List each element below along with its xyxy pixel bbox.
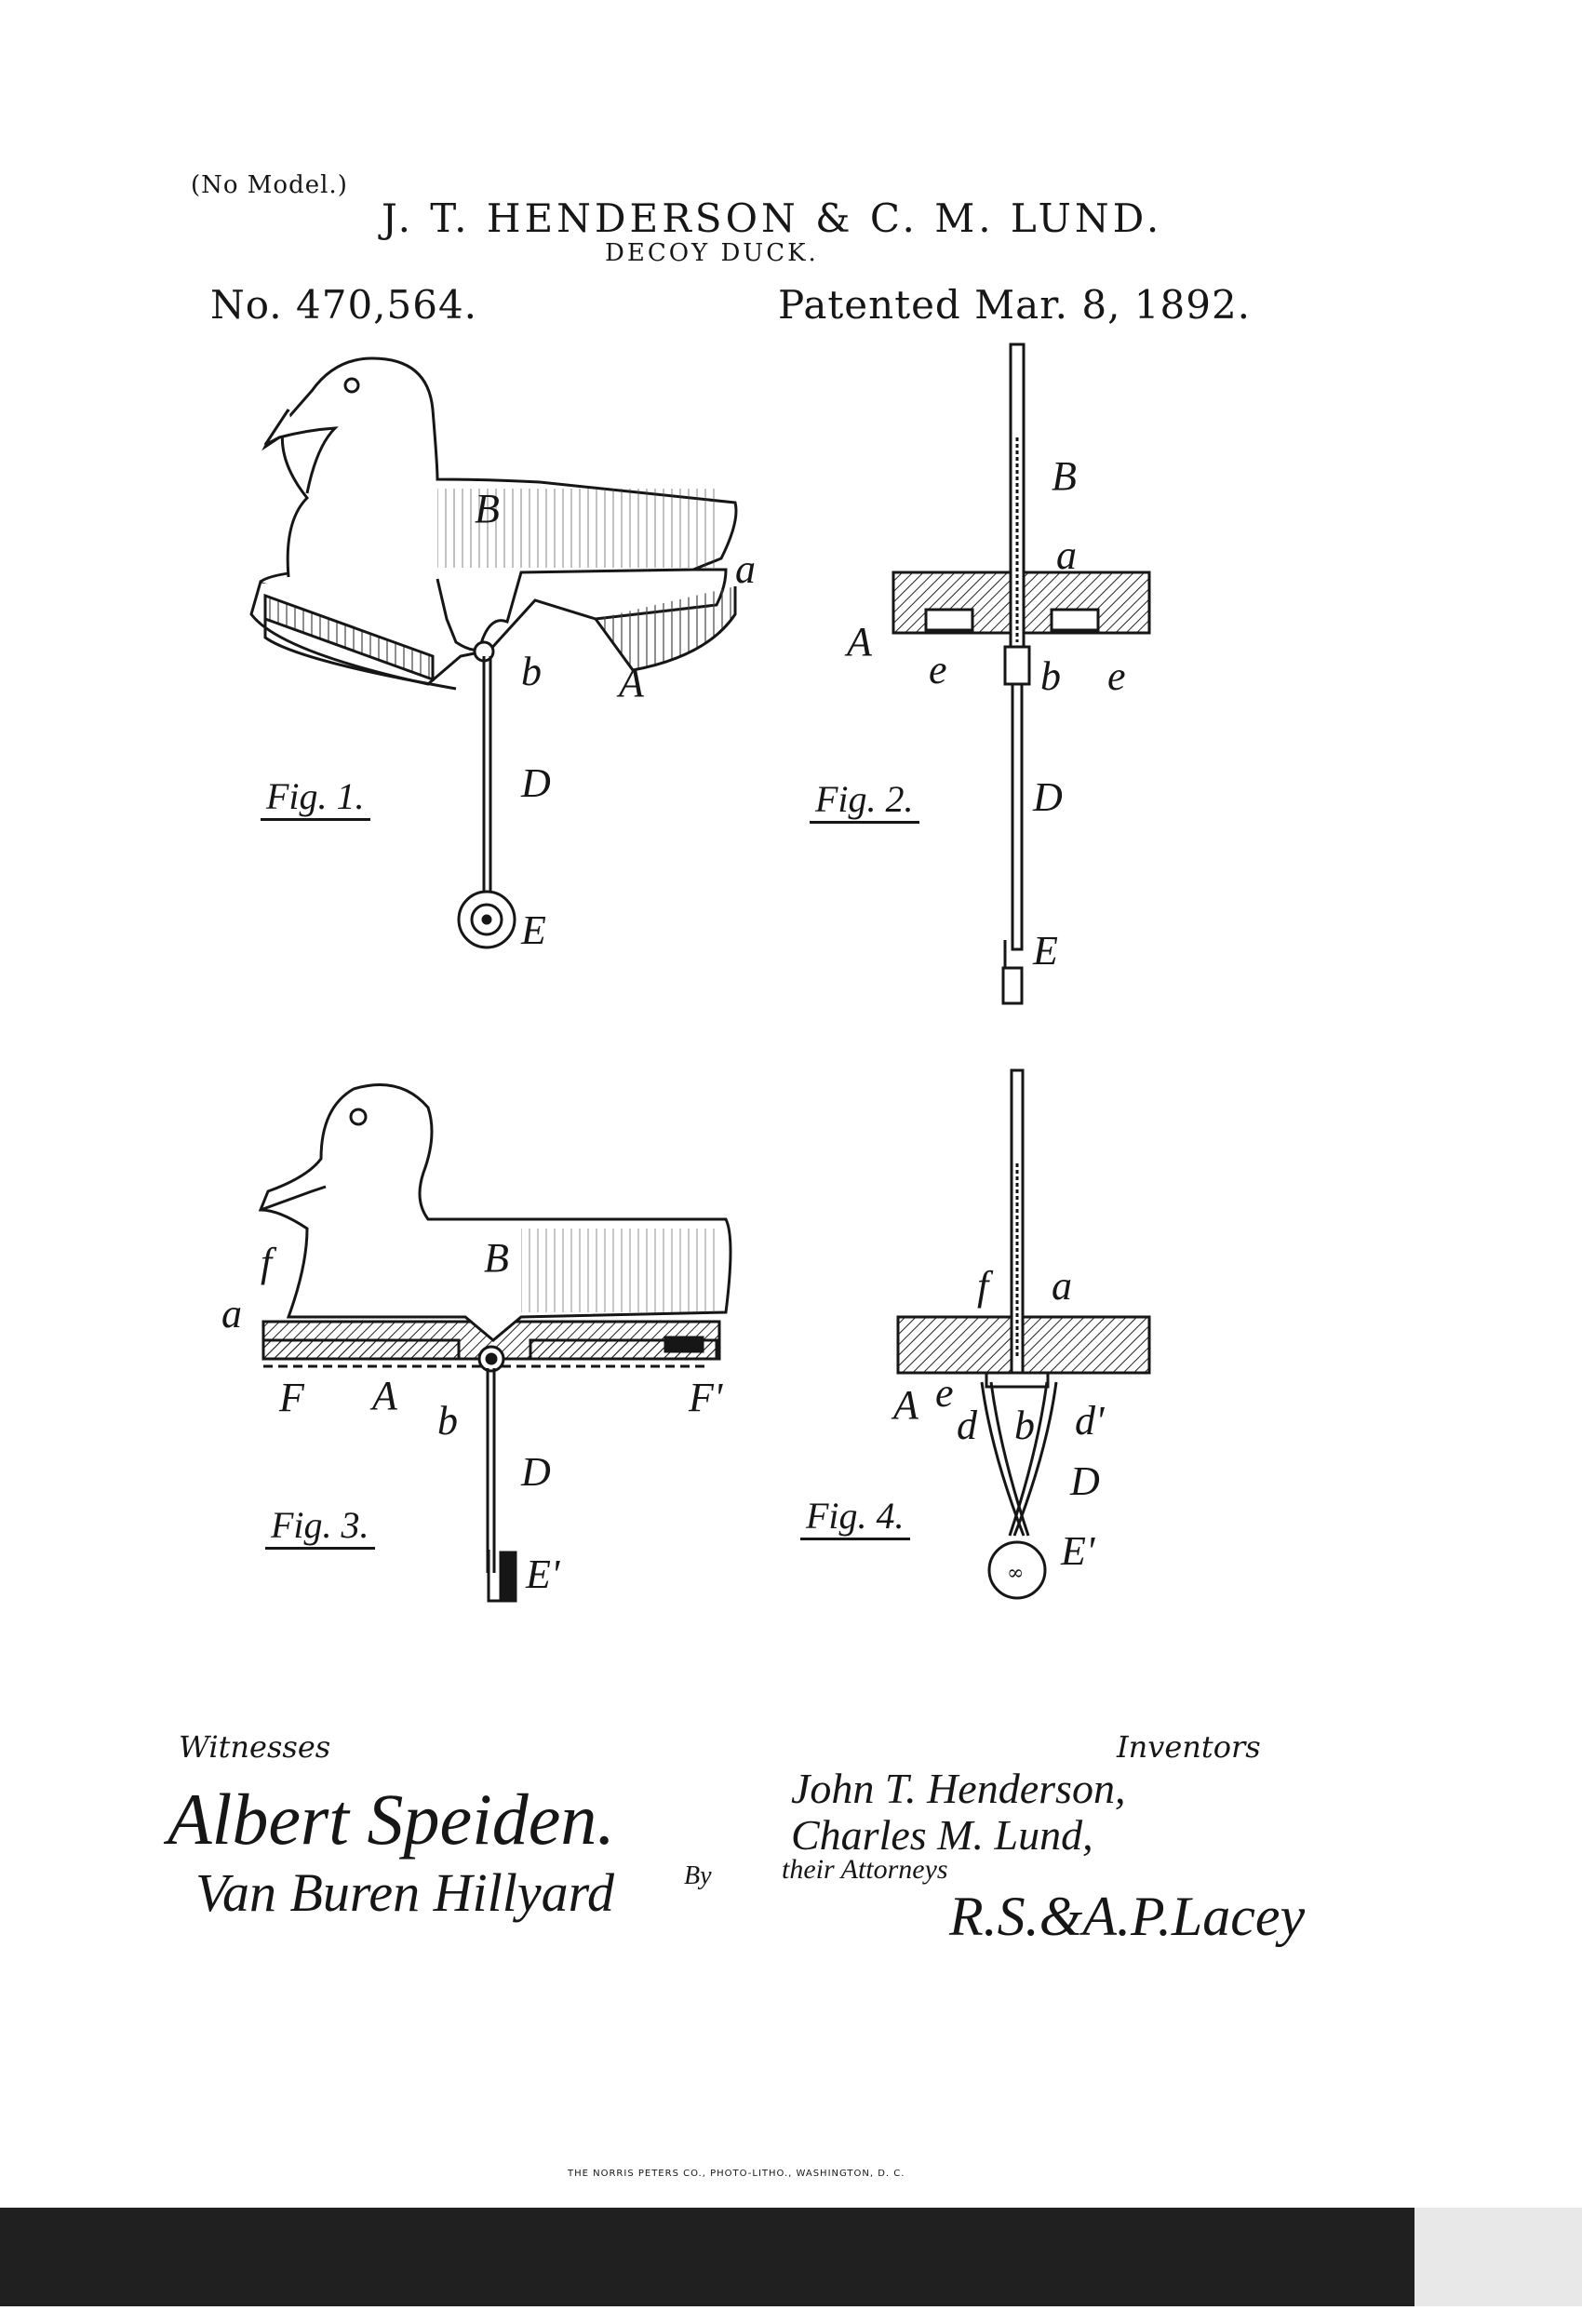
fig3-label-D: D — [521, 1449, 551, 1495]
fig1-drawing — [249, 356, 738, 949]
fig3-label-b: b — [437, 1398, 458, 1444]
fig1-label-b: b — [521, 649, 542, 694]
fig1-label-D: D — [521, 760, 551, 806]
fig2-label-A: A — [847, 619, 872, 665]
fig2-label-e-left: e — [929, 647, 947, 692]
fig4-label-A: A — [893, 1382, 918, 1428]
fig3-label-f: f — [261, 1240, 273, 1285]
fig2-drawing — [892, 343, 1151, 1005]
fig1-caption: Fig. 1. — [261, 774, 370, 821]
fig2-label-e-right: e — [1107, 653, 1126, 699]
scan-edge-strip-light — [1414, 2208, 1582, 2306]
fig3-label-F-prime: F' — [689, 1375, 723, 1420]
fig4-label-e: e — [935, 1370, 954, 1416]
fig2-caption: Fig. 2. — [810, 777, 919, 824]
inventors-heading: Inventors — [1117, 1729, 1261, 1765]
witness-signature-1: Albert Speiden. — [168, 1779, 615, 1860]
fig4-label-E-prime: E' — [1061, 1528, 1095, 1574]
fig4-caption: Fig. 4. — [800, 1494, 910, 1540]
witnesses-heading: Witnesses — [179, 1729, 331, 1765]
fig4-label-b: b — [1014, 1403, 1035, 1448]
fig1-label-E: E — [521, 907, 546, 953]
inventor-names-heading: J. T. HENDERSON & C. M. LUND. — [382, 195, 1163, 241]
fig3-label-a: a — [221, 1291, 242, 1337]
fig3-label-F: F — [279, 1375, 304, 1420]
fig3-drawing — [258, 1083, 732, 1603]
printer-credit: THE NORRIS PETERS CO., PHOTO-LITHO., WAS… — [568, 2169, 905, 2179]
fig4-label-a: a — [1052, 1263, 1072, 1309]
patent-number: No. 470,564. — [210, 282, 478, 328]
fig2-label-D: D — [1033, 774, 1063, 820]
fig1-label-B: B — [475, 486, 500, 531]
fig3-label-E-prime: E' — [526, 1552, 560, 1597]
fig1-label-a: a — [735, 546, 756, 592]
witness-signature-2: Van Buren Hillyard — [195, 1862, 614, 1923]
inventor-signature-1: John T. Henderson, — [791, 1765, 1126, 1812]
svg-text:∞: ∞ — [1007, 1562, 1024, 1585]
fig4-drawing: ∞ — [896, 1068, 1151, 1600]
fig3-label-A: A — [372, 1373, 397, 1418]
fig4-label-d-prime: d' — [1075, 1398, 1105, 1444]
fig4-label-f: f — [977, 1263, 989, 1309]
fig2-label-B: B — [1052, 453, 1077, 499]
inventor-signature-2: Charles M. Lund, — [791, 1811, 1093, 1859]
patent-date: Patented Mar. 8, 1892. — [778, 282, 1252, 328]
scan-edge-strip — [0, 2208, 1414, 2306]
fig4-label-d: d — [957, 1403, 977, 1448]
fig3-caption: Fig. 3. — [265, 1503, 375, 1550]
fig2-label-a: a — [1056, 532, 1077, 578]
fig3-label-B: B — [484, 1235, 509, 1281]
attorneys-signature: R.S.&A.P.Lacey — [949, 1886, 1306, 1947]
fig4-label-D: D — [1070, 1458, 1100, 1504]
fig2-label-E: E — [1033, 928, 1058, 974]
no-model-note: (No Model.) — [191, 171, 348, 199]
by-label: By — [684, 1861, 712, 1890]
attorneys-label: their Attorneys — [782, 1854, 948, 1885]
fig1-label-A: A — [619, 660, 644, 705]
fig2-label-b: b — [1040, 653, 1061, 699]
invention-title: DECOY DUCK. — [605, 239, 819, 267]
